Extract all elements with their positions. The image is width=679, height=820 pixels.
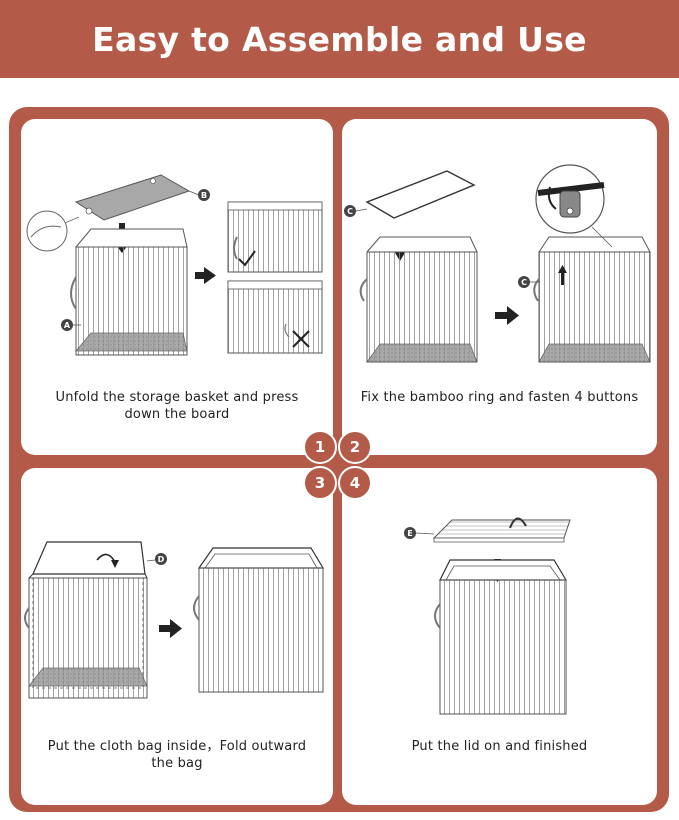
correct-inset	[227, 201, 323, 273]
wrong-inset	[227, 280, 323, 354]
part-label-c-bottom: C	[521, 278, 527, 287]
right-arrow-icon	[495, 306, 519, 325]
right-arrow-icon	[195, 267, 216, 284]
part-label-c-top: C	[347, 207, 353, 216]
step-3-illustration: D	[24, 541, 325, 699]
part-label-b: B	[201, 191, 207, 200]
step-number-2: 2	[338, 430, 372, 464]
step-number-1: 1	[303, 430, 337, 464]
step-2-panel: C C	[342, 119, 657, 455]
magnifier-inset	[26, 210, 80, 252]
step-3-caption: Put the cloth bag inside，Fold outward th…	[21, 738, 333, 772]
step-4-illustration: E	[404, 517, 571, 715]
step-2-illustration: C C	[344, 164, 651, 363]
basket-with-bag-illustration: D	[24, 541, 167, 699]
step-2-caption: Fix the bamboo ring and fasten 4 buttons	[342, 389, 657, 406]
step-1-panel: B A	[21, 119, 333, 455]
part-label-d: D	[158, 555, 165, 564]
cross-icon	[292, 330, 310, 348]
button-inset	[535, 164, 613, 248]
basket-illustration	[359, 236, 478, 363]
right-arrow-icon	[159, 619, 182, 638]
step-3-caption-line-1: Put the cloth bag inside，Fold outward	[47, 739, 307, 754]
part-label-e: E	[407, 529, 412, 538]
step-number-4: 4	[338, 466, 372, 500]
step-number-3: 3	[303, 466, 337, 500]
lid-illustration: E	[404, 517, 571, 543]
step-2-caption-line-1: Fix the bamboo ring and fasten 4 buttons	[360, 390, 639, 405]
step-1-caption: Unfold the storage basket and press down…	[21, 389, 333, 423]
fold-arrow-icon	[96, 553, 116, 563]
header-banner: Easy to Assemble and Use	[0, 0, 679, 78]
step-4-caption-line-1: Put the lid on and finished	[411, 739, 588, 754]
step-1-illustration: B A	[26, 174, 323, 356]
board-illustration: B	[74, 174, 210, 221]
step-1-caption-line-1: Unfold the storage basket and press	[55, 390, 299, 405]
assembled-basket-illustration: C	[518, 236, 651, 363]
part-label-a: A	[64, 321, 71, 330]
check-icon	[238, 250, 256, 267]
step-3-caption-line-2: the bag	[151, 756, 203, 771]
step-3-panel: D Put the cloth bag inside，Fold outward …	[21, 468, 333, 805]
ring-illustration: C	[344, 170, 476, 219]
basket-illustration: A	[61, 228, 188, 356]
step-4-caption: Put the lid on and finished	[342, 738, 657, 755]
finished-basket-illustration	[193, 547, 325, 693]
step-1-caption-line-2: down the board	[124, 407, 230, 422]
basket-illustration	[434, 559, 568, 715]
page-title: Easy to Assemble and Use	[92, 19, 587, 59]
step-4-panel: E Put the lid on and finished	[342, 468, 657, 805]
